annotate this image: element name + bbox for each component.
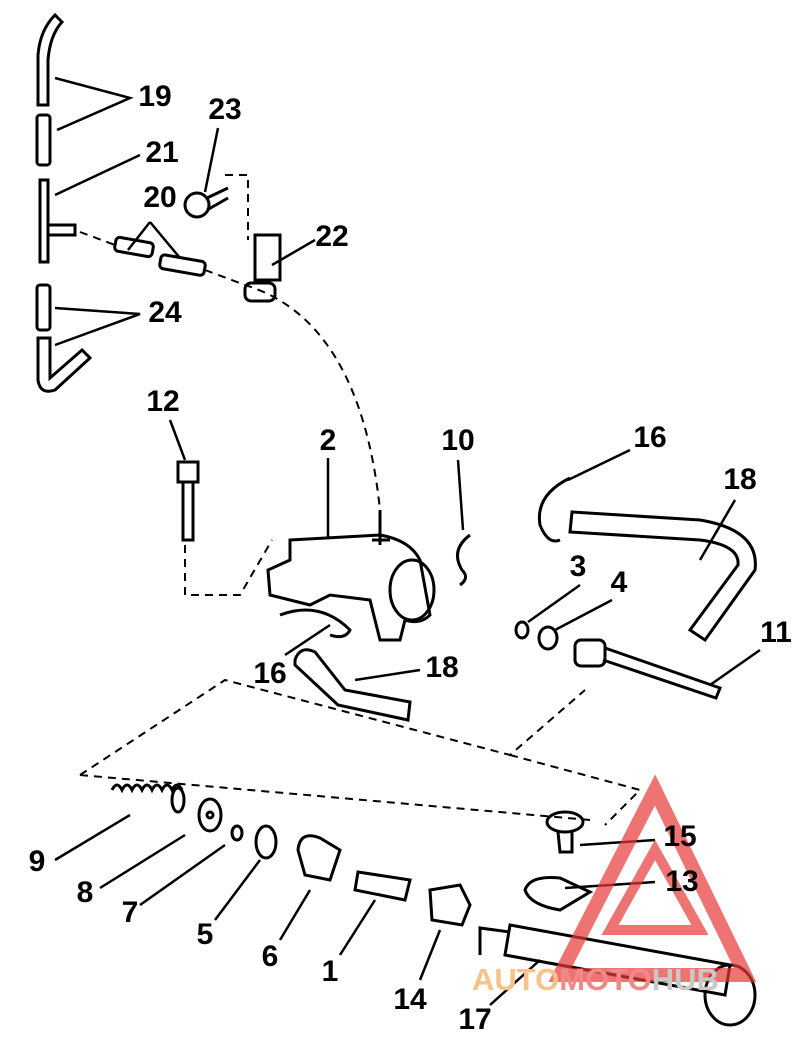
callout-4: 4 [610,566,628,599]
clip-16-lower [279,608,352,639]
callout-16-lower: 16 [253,657,287,690]
callout-18-lower: 18 [425,651,459,684]
callout-21: 21 [145,136,179,169]
callout-3: 3 [569,550,587,583]
callout-2: 2 [319,424,337,457]
spring-9 [110,783,184,794]
callout-23: 23 [208,93,242,126]
callout-19: 19 [138,80,172,113]
washer-8 [197,797,223,833]
callout-1: 1 [321,955,339,988]
hose-18-upper [568,510,757,643]
callout-24: 24 [148,296,182,329]
callout-17: 17 [458,1003,492,1036]
watermark-auto: AUTO [472,962,560,997]
callout-12: 12 [146,385,180,418]
callout-15: 15 [663,820,697,853]
leader-lines [54,76,761,1006]
bolt-12 [176,460,200,542]
screw-23 [183,191,211,219]
tee-fitting-21 [38,178,77,264]
o-ring-5 [254,824,278,860]
callout-22: 22 [315,220,349,253]
callout-10: 10 [441,424,475,457]
cam-6 [296,834,342,882]
callout-7: 7 [121,896,139,929]
callout-8: 8 [76,876,94,909]
clip-10 [456,533,471,587]
hose-18-lower [293,648,412,722]
callout-13: 13 [665,865,699,898]
pin-1 [353,870,412,902]
lever-17 [478,926,511,955]
housing-2 [266,533,432,642]
hose-20-b [158,253,207,277]
clamp-22 [253,233,282,282]
shaft-11 [573,638,607,668]
hose-24-upper [35,283,52,332]
plug-14 [428,883,472,927]
callout-20: 20 [143,181,177,214]
hose-20-a [113,235,155,259]
callout-16-upper: 16 [633,421,667,454]
watermark-hub: HUB [651,962,719,997]
callout-9: 9 [28,845,46,878]
watermark-text: AUTOMOTOHUB [472,962,719,998]
callout-5: 5 [196,918,214,951]
callout-14: 14 [393,983,427,1016]
screw-15 [545,810,585,834]
bracket-13 [523,876,594,912]
watermark-moto: MOTO [559,962,652,997]
hose-19-lower [35,113,52,167]
clip-16-upper [537,476,571,543]
o-ring-4 [537,625,559,651]
callout-11: 11 [760,616,792,649]
watermark-logo [548,774,757,982]
assembly-lines [79,174,642,826]
hose-24-lower [36,336,93,393]
callout-6: 6 [261,940,279,973]
callout-18-upper: 18 [723,463,757,496]
hose-19-upper [36,12,65,107]
o-ring-7 [230,824,244,842]
o-ring-3 [514,620,530,640]
